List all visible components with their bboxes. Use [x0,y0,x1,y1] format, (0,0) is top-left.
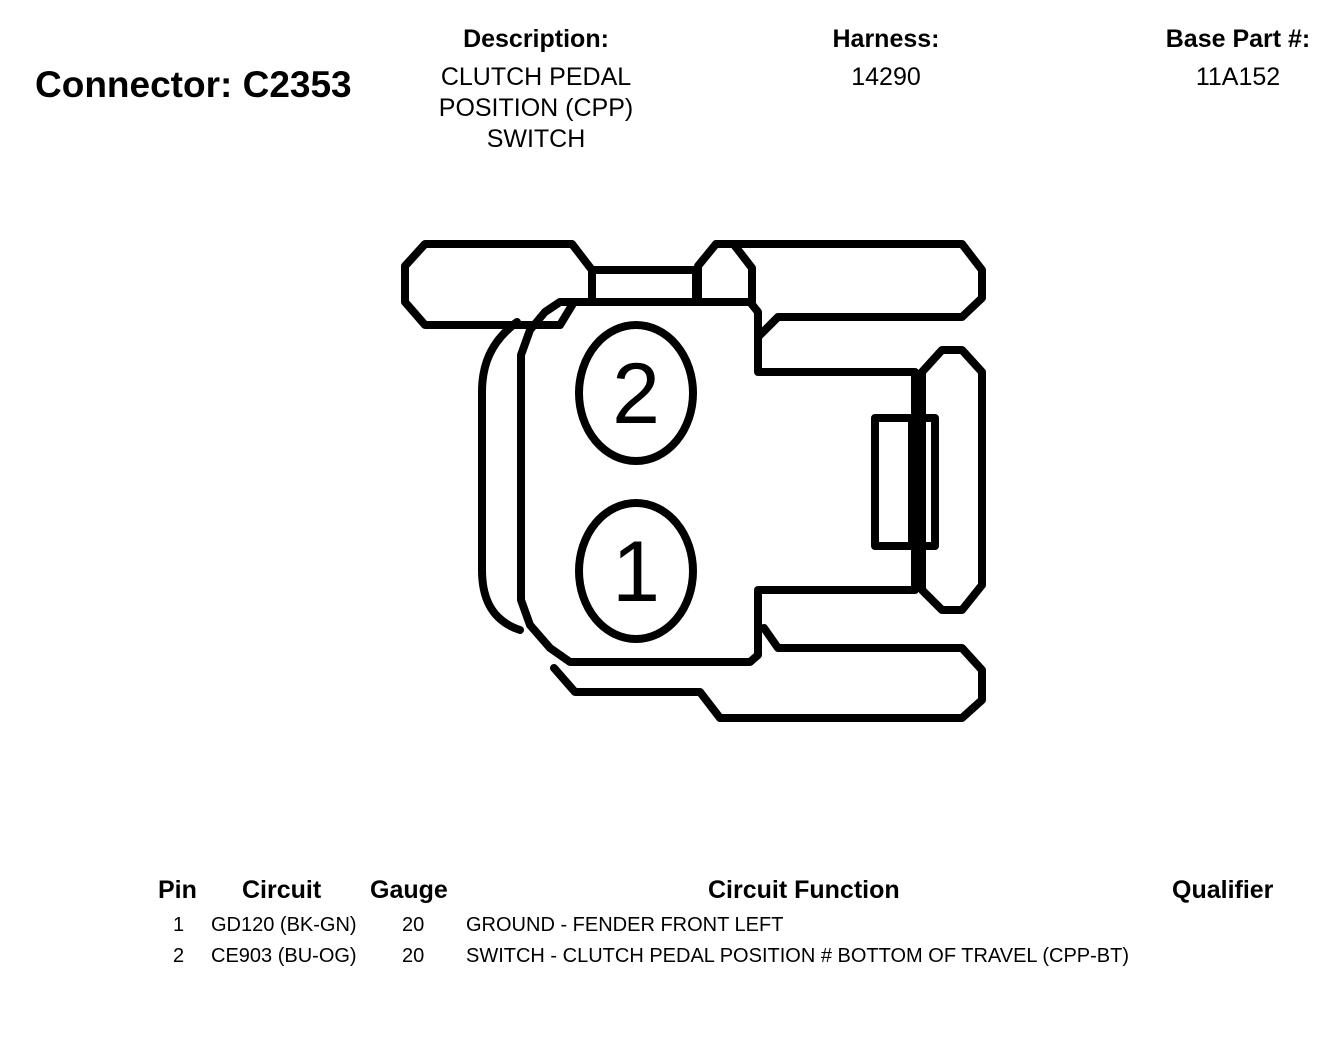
row-function: GROUND - FENDER FRONT LEFT [466,914,784,936]
row-pin: 2 [173,945,185,967]
row-gauge: 20 [402,945,425,967]
row-function: SWITCH - CLUTCH PEDAL POSITION # BOTTOM … [466,945,1130,967]
row-pin: 1 [173,914,185,936]
base-part-value: 11A152 [1195,63,1281,91]
lock-tab [871,414,939,550]
qualifier-column-header: Qualifier [1172,876,1274,904]
pin-column-header: Pin [158,876,197,904]
latch-tab-top-right [712,240,986,341]
function-column-header: Circuit Function [708,876,900,904]
pin-1-circle [575,499,697,643]
row-circuit: GD120 (BK-GN) [211,914,357,936]
description-line-1: CLUTCH PEDAL [440,63,632,91]
latch-tab-top-left [401,240,596,329]
gauge-column-header: Gauge [370,876,448,904]
pin-1-label: 1 [612,524,660,620]
description-line-3: SWITCH [486,125,586,153]
pin-2-label: 2 [612,346,660,442]
pin-2-circle [575,321,697,465]
description-line-2: POSITION (CPP) [438,94,634,122]
latch-tab-bottom-right [550,624,986,722]
top-bridge [588,266,700,306]
description-label: Description: [463,25,609,53]
housing-left-flange [478,318,524,634]
circuit-column-header: Circuit [242,876,322,904]
housing-body [517,298,919,666]
harness-value: 14290 [851,63,921,91]
connector-title: Connector: C2353 [35,64,352,105]
row-gauge: 20 [402,914,425,936]
right-latch [918,346,986,614]
row-circuit: CE903 (BU-OG) [211,945,357,967]
base-part-label: Base Part #: [1165,25,1311,53]
description-value: CLUTCH PEDAL POSITION (CPP) SWITCH [406,62,666,155]
harness-label: Harness: [832,25,940,53]
